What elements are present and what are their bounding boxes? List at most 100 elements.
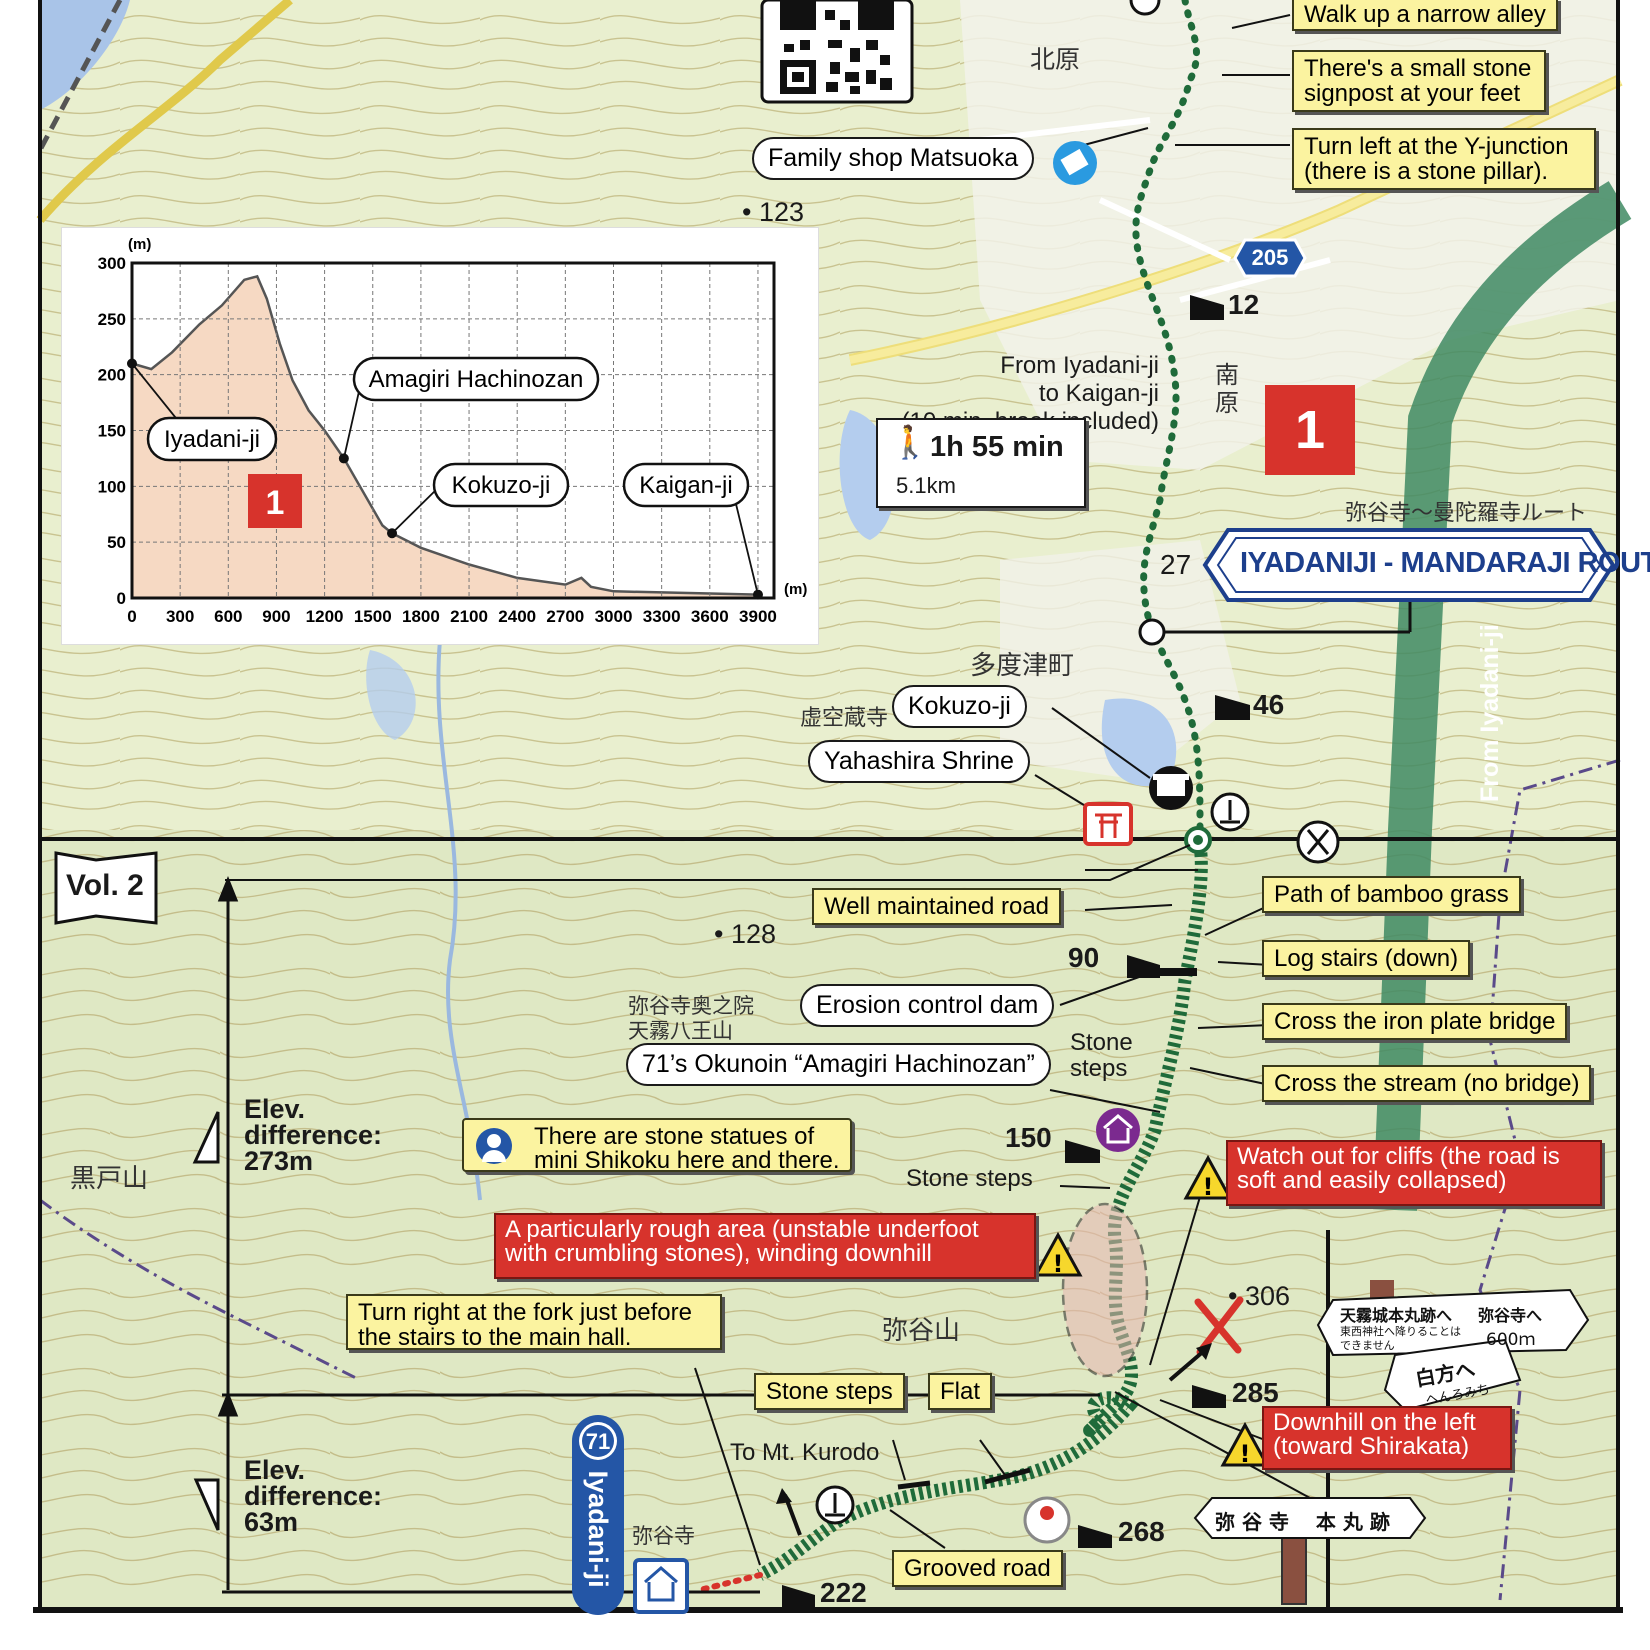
profile-label-box [146, 416, 278, 462]
y-unit-label: (m) [128, 236, 151, 253]
checkpoint-150: 150 [1005, 1122, 1052, 1153]
shop-label: Family shop Matsuoka [752, 137, 1035, 180]
route-from-line2: to Kaigan-ji [1038, 380, 1159, 407]
profile-point-kokuzo [387, 528, 398, 539]
place-iyadaniyama: 弥谷山 [882, 1316, 961, 1346]
green-route-label: From Iyadani-ji [1475, 624, 1504, 803]
route-distance: 5.1km [896, 473, 956, 498]
route-time: 1h 55 min [930, 431, 1064, 463]
callout-stone-steps-1a: Stone [1070, 1029, 1133, 1056]
x-tick-label: 3600 [691, 607, 729, 626]
callout-stone-steps-1b: steps [1070, 1055, 1128, 1082]
profile-label-iyadani: Iyadani-ji [164, 426, 260, 453]
road-number: 205 [1251, 245, 1289, 270]
callout-log-stairs: Log stairs (down) [1262, 940, 1471, 978]
signpost-1-right: 弥谷寺へ [1478, 1306, 1543, 1325]
x-tick-label: 3000 [595, 607, 633, 626]
y-tick-label: 200 [98, 366, 126, 385]
plot-frame [130, 261, 776, 600]
poi-yahashira: Yahashira Shrine [808, 740, 1030, 783]
svg-text:!: ! [1203, 1173, 1214, 1201]
x-tick-label: 2100 [450, 607, 488, 626]
elev-down-line3: 63m [244, 1507, 299, 1537]
volume-badge: Vol. 2 [66, 869, 144, 902]
callout-downhill-line1: Downhill on the left [1273, 1409, 1476, 1436]
profile-section-number: 1 [266, 484, 285, 522]
y-tick-label: 50 [107, 533, 126, 552]
x-tick-label: 1200 [306, 607, 344, 626]
elev-up-line1: Elev. [244, 1094, 306, 1124]
callout-downhill-line2: (toward Shirakata) [1273, 1433, 1470, 1460]
x-tick-label: 2700 [546, 607, 584, 626]
elev-down-line2: difference: [244, 1481, 383, 1511]
temple-badge-name: Iyadani-ji [583, 1470, 614, 1588]
signpost-1-dist: 600ｍ [1486, 1330, 1536, 1350]
x-tick-label: 3900 [739, 607, 777, 626]
walker-icon: 🚶 [890, 423, 930, 461]
profile-point-iyadani [127, 358, 137, 369]
profile-label-amagiri: Amagiri Hachinozan [369, 366, 584, 393]
spot-height-128: • 128 [714, 919, 777, 949]
x-tick-label: 3300 [643, 607, 681, 626]
x-tick-label: 300 [166, 607, 194, 626]
callout-turn-left: Turn left at the Y-junction (there is a … [1292, 128, 1596, 191]
callout-cliffs: Watch out for cliffs (the road is soft a… [1226, 1140, 1602, 1206]
profile-point-kaigan [752, 589, 763, 600]
callout-well-road: Well maintained road [812, 888, 1062, 926]
route-from-line1: From Iyadani-ji [1000, 352, 1159, 379]
route-path-upper [1132, 0, 1204, 834]
route-time-box: 🚶 1h 55 min 5.1km [876, 418, 1086, 508]
y-tick-label: 300 [98, 254, 126, 273]
profile-label-box [432, 462, 570, 508]
signpost-1-line1: 天霧城本丸跡へ [1340, 1306, 1453, 1325]
signpost-1-line3: できません [1340, 1339, 1395, 1352]
profile-section-box [248, 474, 302, 528]
callout-turn-right: Turn right at the fork just before the s… [346, 1294, 722, 1350]
elev-up-line3: 273m [244, 1146, 314, 1176]
x-unit-label: (m) [784, 581, 807, 598]
profile-label-box [622, 462, 750, 508]
callout-flat: Flat [928, 1373, 993, 1411]
profile-leader [735, 503, 759, 595]
elev-down-line1: Elev. [244, 1455, 306, 1485]
place-iyadaniji-jp: 弥谷寺 [632, 1524, 695, 1548]
x-tick-label: 900 [262, 607, 290, 626]
spot-height-306: • 306 [1228, 1281, 1291, 1311]
person-icon [476, 1128, 512, 1164]
place-kitahara: 北原 [1030, 45, 1081, 74]
profile-label-kaigan: Kaigan-ji [639, 472, 732, 499]
checkpoint-46: 46 [1253, 689, 1285, 720]
spot-height-123: • 123 [742, 197, 805, 227]
callout-stream: Cross the stream (no bridge) [1262, 1065, 1592, 1103]
callout-stone-signpost: There's a small stone signpost at your f… [1292, 50, 1546, 113]
profile-label-kokuzo: Kokuzo-ji [452, 472, 551, 499]
x-tick-label: 600 [214, 607, 242, 626]
route-banner-title: IYADANIJI - MANDARAJI ROUTE [1240, 547, 1650, 579]
checkpoint-285: 285 [1232, 1377, 1279, 1408]
y-tick-label: 150 [98, 422, 126, 441]
checkpoint-27: 27 [1160, 549, 1192, 580]
x-tick-label: 0 [127, 607, 136, 626]
place-tadotsu: 多度津町 [970, 651, 1075, 681]
callout-statues: There are stone statues of mini Shikoku … [462, 1118, 852, 1174]
callout-cliffs-line1: Watch out for cliffs (the road is [1237, 1143, 1560, 1170]
callout-rough-line2: with crumbling stones), winding downhill [505, 1240, 932, 1267]
elev-up-line2: difference: [244, 1120, 383, 1150]
x-tick-label: 1800 [402, 607, 440, 626]
place-okunoin-jp-2: 天霧八王山 [628, 1019, 733, 1043]
checkpoint-222: 222 [820, 1577, 867, 1608]
x-tick-label: 2400 [498, 607, 536, 626]
route-node [1129, 0, 1161, 16]
profile-leader [391, 483, 443, 534]
callout-okunoin: 71’s Okunoin “Amagiri Hachinozan” [626, 1043, 1051, 1086]
profile-line [131, 274, 758, 596]
y-tick-label: 250 [98, 310, 126, 329]
place-okunoin-jp-1: 弥谷寺奥之院 [628, 994, 754, 1018]
callout-statues-line2: mini Shikoku here and there. [534, 1147, 840, 1174]
callout-turn-right-line1: Turn right at the fork just before [358, 1299, 692, 1326]
callout-stone-steps-3: Stone steps [754, 1373, 905, 1411]
y-tick-label: 100 [98, 477, 126, 496]
x-tick-label: 1500 [354, 607, 392, 626]
y-tick-label: 0 [117, 589, 126, 608]
